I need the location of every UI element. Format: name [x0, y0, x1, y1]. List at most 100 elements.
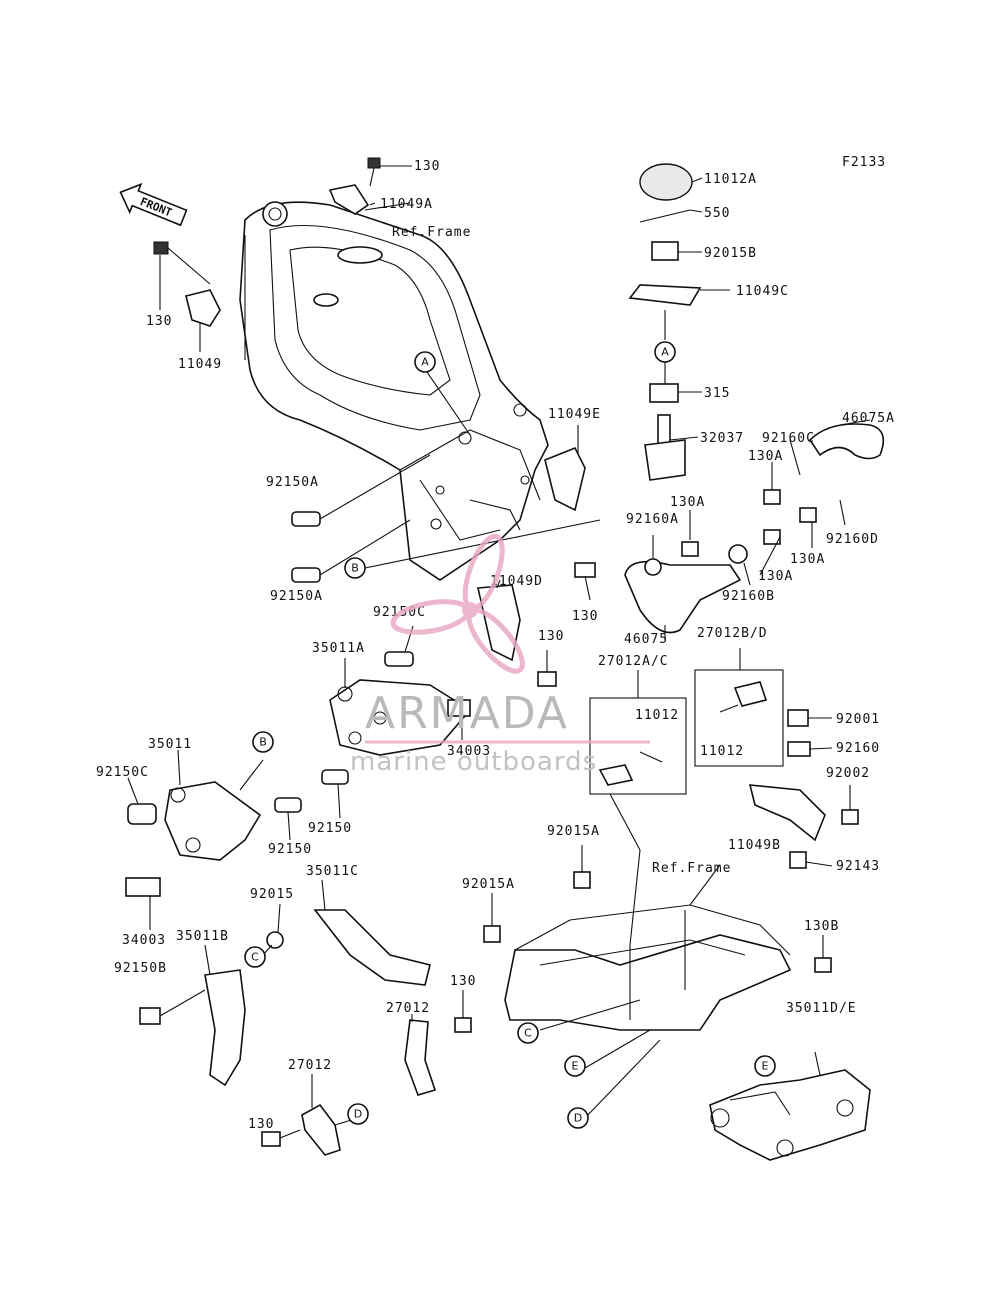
svg-text:C: C	[524, 1027, 532, 1040]
washer-92160B	[728, 544, 748, 564]
collar-34003-upper	[447, 699, 471, 717]
bolt-130-left-icon	[153, 241, 169, 255]
label-550: 550	[704, 206, 730, 221]
label-27012-2: 27012	[288, 1058, 332, 1073]
svg-text:D: D	[354, 1108, 362, 1121]
callout-A-right: A	[654, 341, 676, 363]
svg-text:A: A	[421, 356, 429, 369]
svg-text:D: D	[574, 1112, 582, 1125]
label-34003-2: 34003	[122, 933, 166, 948]
label-35011: 35011	[148, 737, 192, 752]
part-labels: 130 11049A Ref.Frame 130 11049 11012A 55…	[96, 159, 895, 1132]
label-35011B: 35011B	[176, 929, 229, 944]
label-130A-2: 130A	[670, 495, 705, 510]
label-130-bottom: 130	[248, 1117, 274, 1132]
label-130-mid1: 130	[572, 609, 598, 624]
callout-E-subframe: E	[564, 1055, 586, 1077]
bolt-130-top-icon	[367, 157, 381, 169]
label-92150B: 92150B	[114, 961, 167, 976]
label-11049E: 11049E	[548, 407, 601, 422]
label-92015A-2: 92015A	[462, 877, 515, 892]
peg-46075	[624, 560, 742, 634]
mount-32037	[644, 439, 686, 481]
leader-lines	[127, 165, 871, 1139]
bracket-11049	[185, 289, 221, 327]
label-11012A: 11012A	[704, 172, 757, 187]
label-130A-4: 130A	[758, 569, 793, 584]
bolt-92150B-icon	[139, 1007, 161, 1025]
bracket-11049B	[748, 784, 826, 842]
peg-46075A	[808, 423, 885, 460]
bolt-130-mid2-icon	[537, 671, 557, 687]
ref-frame-label-top: Ref.Frame	[392, 225, 471, 240]
bolt-92150-right-icon	[274, 797, 302, 813]
svg-text:E: E	[572, 1060, 579, 1073]
label-92160A: 92160A	[626, 512, 679, 527]
label-35011C: 35011C	[306, 864, 359, 879]
bracket-11049A	[328, 184, 370, 215]
label-92150A-1: 92150A	[266, 475, 319, 490]
label-92160B: 92160B	[722, 589, 775, 604]
label-92150C-2: 92150C	[96, 765, 149, 780]
bolt-130A-d-icon	[799, 507, 817, 523]
label-92015A-1: 92015A	[547, 824, 600, 839]
bolt-130B-icon	[814, 957, 832, 973]
label-130-low: 130	[450, 974, 476, 989]
label-11012-2: 11012	[700, 744, 744, 759]
callout-B-frame: B	[344, 557, 366, 579]
label-11049: 11049	[178, 357, 222, 372]
bolt-130A-a-icon	[763, 489, 781, 505]
label-130B: 130B	[804, 919, 839, 934]
callout-E-right: E	[754, 1055, 776, 1077]
bolt-92001-icon	[787, 709, 809, 727]
nut-315	[649, 383, 679, 403]
label-92150A-2: 92150A	[270, 589, 323, 604]
figure-code: F2133	[842, 155, 886, 170]
label-92143: 92143	[836, 859, 880, 874]
callout-D-left: D	[347, 1103, 369, 1125]
bracket-27012-lower	[301, 1103, 341, 1156]
label-92015B: 92015B	[704, 246, 757, 261]
label-11049C: 11049C	[736, 284, 789, 299]
label-35011A: 35011A	[312, 641, 365, 656]
bolt-92150A-upper-icon	[291, 511, 321, 527]
bolt-130-low-icon	[454, 1017, 472, 1033]
bolt-130-bottom-icon	[261, 1131, 281, 1147]
label-92002: 92002	[826, 766, 870, 781]
cap-11012A	[639, 163, 693, 201]
label-92150-1: 92150	[308, 821, 352, 836]
callout-C-subframe: C	[517, 1022, 539, 1044]
label-34003-1: 34003	[447, 744, 491, 759]
nut-92015B	[651, 241, 679, 261]
callout-D-subframe: D	[567, 1107, 589, 1129]
label-92160D: 92160D	[826, 532, 879, 547]
bolt-92150C-left-icon	[127, 803, 157, 825]
label-11049B: 11049B	[728, 838, 781, 853]
watermark-tagline: marine outboards	[350, 747, 597, 777]
front-arrow-icon: FRONT	[119, 182, 188, 227]
pin-550	[639, 209, 691, 223]
svg-text:A: A	[661, 346, 669, 359]
plate-11049C	[628, 284, 702, 306]
collar-92143	[789, 851, 807, 869]
bolt-130A-b-icon	[681, 541, 699, 557]
bracket-35011A	[329, 679, 472, 756]
label-46075A: 46075A	[842, 411, 895, 426]
collar-34003-lower	[125, 877, 161, 897]
bolt-92002-icon	[841, 809, 859, 825]
label-27012BD: 27012B/D	[697, 626, 768, 641]
watermark-brand: ARMADA	[365, 688, 569, 739]
svg-text:B: B	[351, 562, 359, 575]
label-11012-1: 11012	[635, 708, 679, 723]
label-27012AC: 27012A/C	[598, 654, 669, 669]
label-27012-1: 27012	[386, 1001, 430, 1016]
callout-A-top: A	[414, 351, 436, 373]
propeller-logo-icon	[390, 533, 525, 674]
label-130-top: 130	[414, 159, 440, 174]
bracket-27012-upper	[404, 1019, 437, 1096]
label-130A-3: 130A	[790, 552, 825, 567]
subframe-drawing	[483, 871, 832, 1031]
label-92150-2: 92150	[268, 842, 312, 857]
